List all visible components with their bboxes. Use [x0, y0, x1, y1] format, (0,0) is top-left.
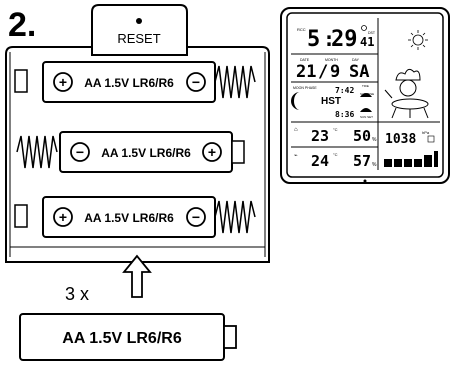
plus-sign: + — [208, 144, 216, 160]
weather-station: RCC 5 : 29 41 DST DATE MONTH DAY 21 / 9 … — [280, 7, 450, 184]
battery-slot-1: + AA 1.5V LR6/R6 − — [14, 61, 256, 103]
date-separator: / — [318, 62, 328, 82]
sunrise-icon — [360, 93, 372, 97]
minus-icon — [186, 72, 206, 92]
outdoor-icon: ⌁ — [294, 153, 298, 159]
outdoor-humidity-unit: % — [372, 162, 377, 168]
step-number: 2. — [8, 6, 36, 44]
radio-signal-icon — [361, 25, 367, 31]
terminal-contact — [231, 140, 245, 164]
up-arrow-icon — [122, 254, 152, 298]
spring-icon — [214, 65, 256, 99]
reset-button-dot — [136, 18, 142, 24]
battery-label: AA 1.5V LR6/R6 — [84, 211, 174, 225]
tide-label: TIDE — [362, 84, 369, 88]
dst-label: DST — [368, 31, 376, 35]
spring-icon — [214, 200, 256, 234]
moon-icon — [291, 92, 300, 110]
sunset-icon — [360, 108, 372, 112]
terminal-contact — [14, 69, 28, 93]
loose-battery-label: AA 1.5V LR6/R6 — [62, 330, 182, 347]
pressure-value: 1038 — [385, 132, 416, 147]
minus-sign: − — [76, 144, 84, 160]
reset-tab: RESET — [91, 4, 188, 48]
pressure-history-bars — [384, 151, 438, 167]
plus-sign: + — [59, 209, 67, 225]
battery-terminal — [223, 325, 237, 349]
sunset-time: 8:36 — [335, 110, 354, 119]
time-minutes: 29 — [331, 27, 358, 52]
minus-icon — [70, 142, 90, 162]
battery-label: AA 1.5V LR6/R6 — [101, 146, 191, 160]
plus-sign: + — [59, 74, 67, 90]
plus-icon — [53, 72, 73, 92]
minus-sign: − — [192, 74, 200, 90]
time-seconds: 41 — [360, 35, 374, 49]
indoor-humidity: 50 — [353, 127, 371, 145]
plus-icon — [53, 207, 73, 227]
terminal-contact — [14, 204, 28, 228]
indoor-humidity-unit: % — [372, 137, 377, 143]
hst-label: HST — [321, 96, 341, 107]
indoor-temperature: 23 — [311, 127, 329, 145]
time-colon: : — [323, 27, 335, 51]
month-label: MONTH — [325, 58, 338, 62]
battery-quantity: 3 x — [65, 284, 89, 304]
plus-icon — [202, 142, 222, 162]
weekday: SA — [349, 62, 369, 82]
rcc-label: RCC — [297, 27, 306, 32]
indoor-icon: ⌂ — [294, 127, 298, 133]
date-month: 9 — [330, 62, 340, 82]
moon-phase-label: MOON PHASE — [293, 86, 317, 90]
date-label: DATE — [300, 58, 310, 62]
spring-icon — [16, 135, 58, 169]
pressure-unit: hPa — [422, 130, 430, 135]
battery-label: AA 1.5V LR6/R6 — [84, 76, 174, 90]
battery-icon — [427, 135, 435, 143]
sun-icon — [408, 30, 428, 50]
outdoor-humidity: 57 — [353, 152, 371, 170]
outdoor-temp-unit: °C — [333, 152, 338, 157]
loose-battery: AA 1.5V LR6/R6 — [19, 313, 237, 361]
battery-slot-2: − AA 1.5V LR6/R6 + — [16, 131, 245, 173]
date-day: 21 — [296, 62, 316, 82]
indoor-temp-unit: °C — [333, 127, 338, 132]
battery-slot-3: + AA 1.5V LR6/R6 − — [14, 196, 256, 238]
sun-set-label: SUN SET — [360, 115, 373, 119]
minus-sign: − — [192, 209, 200, 225]
minus-icon — [186, 207, 206, 227]
sunrise-time: 7:42 — [335, 86, 354, 95]
outdoor-temperature: 24 — [311, 152, 329, 170]
reset-label: RESET — [117, 31, 160, 46]
day-label: DAY — [352, 58, 360, 62]
time-hours: 5 — [307, 27, 320, 52]
bbq-chef-icon — [384, 68, 429, 119]
